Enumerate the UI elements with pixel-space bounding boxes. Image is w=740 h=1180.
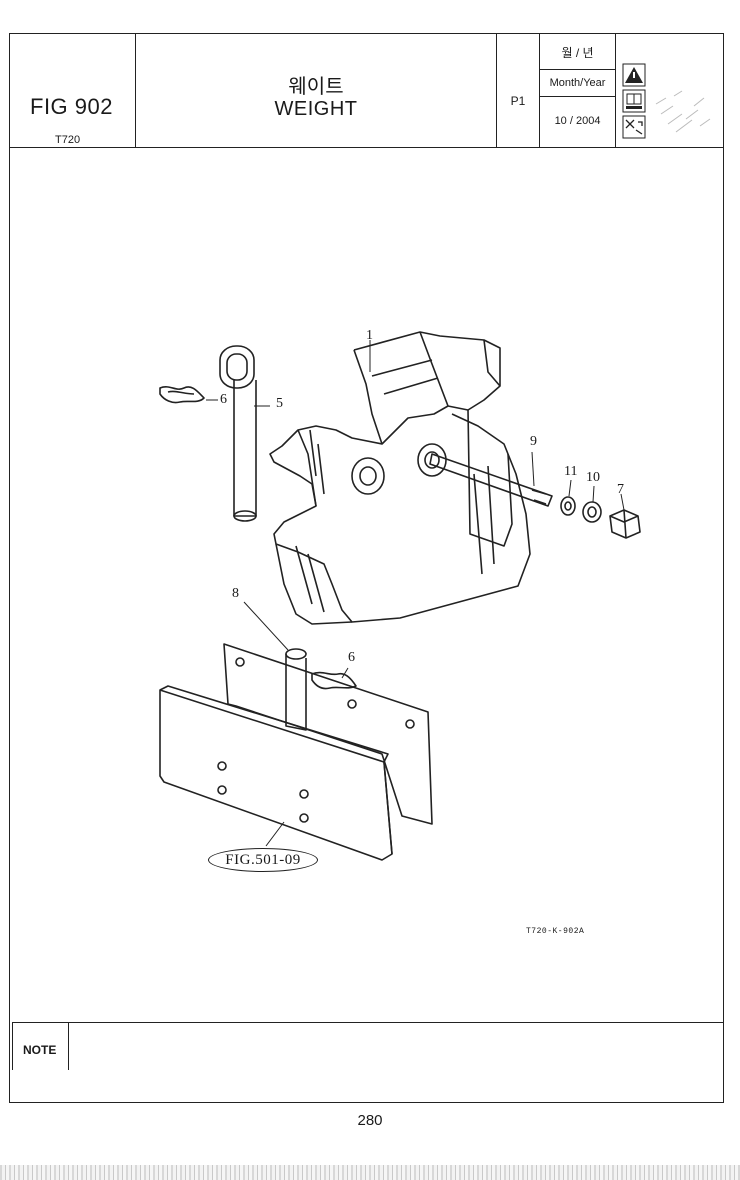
clip-part-6-lower bbox=[311, 671, 357, 690]
model-label: T720 bbox=[55, 134, 81, 146]
callout-10: 10 bbox=[586, 470, 600, 485]
page-number: 280 bbox=[357, 1112, 383, 1129]
read-manual-icon bbox=[622, 89, 646, 113]
date-header-korean: 월 / 년 bbox=[540, 34, 615, 70]
note-row: NOTE bbox=[12, 1022, 724, 1070]
service-icon bbox=[622, 115, 646, 139]
nut-part-7 bbox=[609, 509, 641, 539]
washer-part-10 bbox=[582, 501, 602, 523]
fig-cell: FIG 902 T720 bbox=[10, 34, 136, 147]
title-english: WEIGHT bbox=[274, 98, 358, 120]
page-code: P1 bbox=[510, 94, 526, 108]
scan-edge-strip bbox=[0, 1165, 740, 1180]
drawing-code: T720-K-902A bbox=[526, 927, 585, 936]
callout-8: 8 bbox=[232, 586, 239, 601]
leader-lines bbox=[206, 340, 625, 847]
weight-hole-left bbox=[351, 457, 385, 495]
bracket-assembly-fig-501-09 bbox=[159, 643, 433, 861]
title-korean: 웨이트 bbox=[288, 76, 344, 98]
title-cell: 웨이트 WEIGHT bbox=[136, 34, 497, 147]
scan-speckle bbox=[655, 90, 711, 133]
parts-page-frame: FIG 902 T720 웨이트 WEIGHT P1 월 / 년 Month/Y… bbox=[9, 33, 724, 1103]
page-code-cell: P1 bbox=[497, 34, 540, 147]
callout-11: 11 bbox=[564, 464, 578, 479]
date-value: 10 / 2004 bbox=[554, 115, 601, 127]
exploded-parts-drawing: 1 5 6 9 11 10 7 8 6 FIG.501-09 T720-K-90… bbox=[12, 114, 724, 1024]
post-part-8 bbox=[285, 648, 307, 731]
date-header-english: Month/Year bbox=[540, 70, 615, 97]
date-cell: 월 / 년 Month/Year 10 / 2004 bbox=[540, 34, 616, 147]
pin-part-5 bbox=[219, 345, 257, 522]
callout-6-upper: 6 bbox=[220, 392, 227, 407]
callout-9: 9 bbox=[530, 434, 537, 449]
callout-7: 7 bbox=[617, 482, 624, 497]
note-label: NOTE bbox=[13, 1023, 69, 1070]
callout-1: 1 bbox=[366, 328, 373, 343]
callout-6-lower: 6 bbox=[348, 650, 355, 665]
washer-part-11 bbox=[560, 496, 576, 516]
clip-part-6-upper bbox=[159, 386, 205, 404]
safety-icons bbox=[622, 63, 711, 139]
warning-triangle-icon bbox=[622, 63, 646, 87]
tie-rod-part-9 bbox=[429, 453, 553, 507]
icon-cell bbox=[616, 34, 725, 147]
weight-assembly-diagram bbox=[159, 331, 641, 861]
callout-5: 5 bbox=[276, 396, 283, 411]
weight-hole-right bbox=[417, 443, 447, 477]
fig-number: FIG 902 bbox=[30, 94, 113, 119]
figure-reference: FIG.501-09 bbox=[208, 848, 318, 872]
weight-body-part-1 bbox=[269, 331, 531, 625]
header-table: FIG 902 T720 웨이트 WEIGHT P1 월 / 년 Month/Y… bbox=[10, 34, 723, 148]
